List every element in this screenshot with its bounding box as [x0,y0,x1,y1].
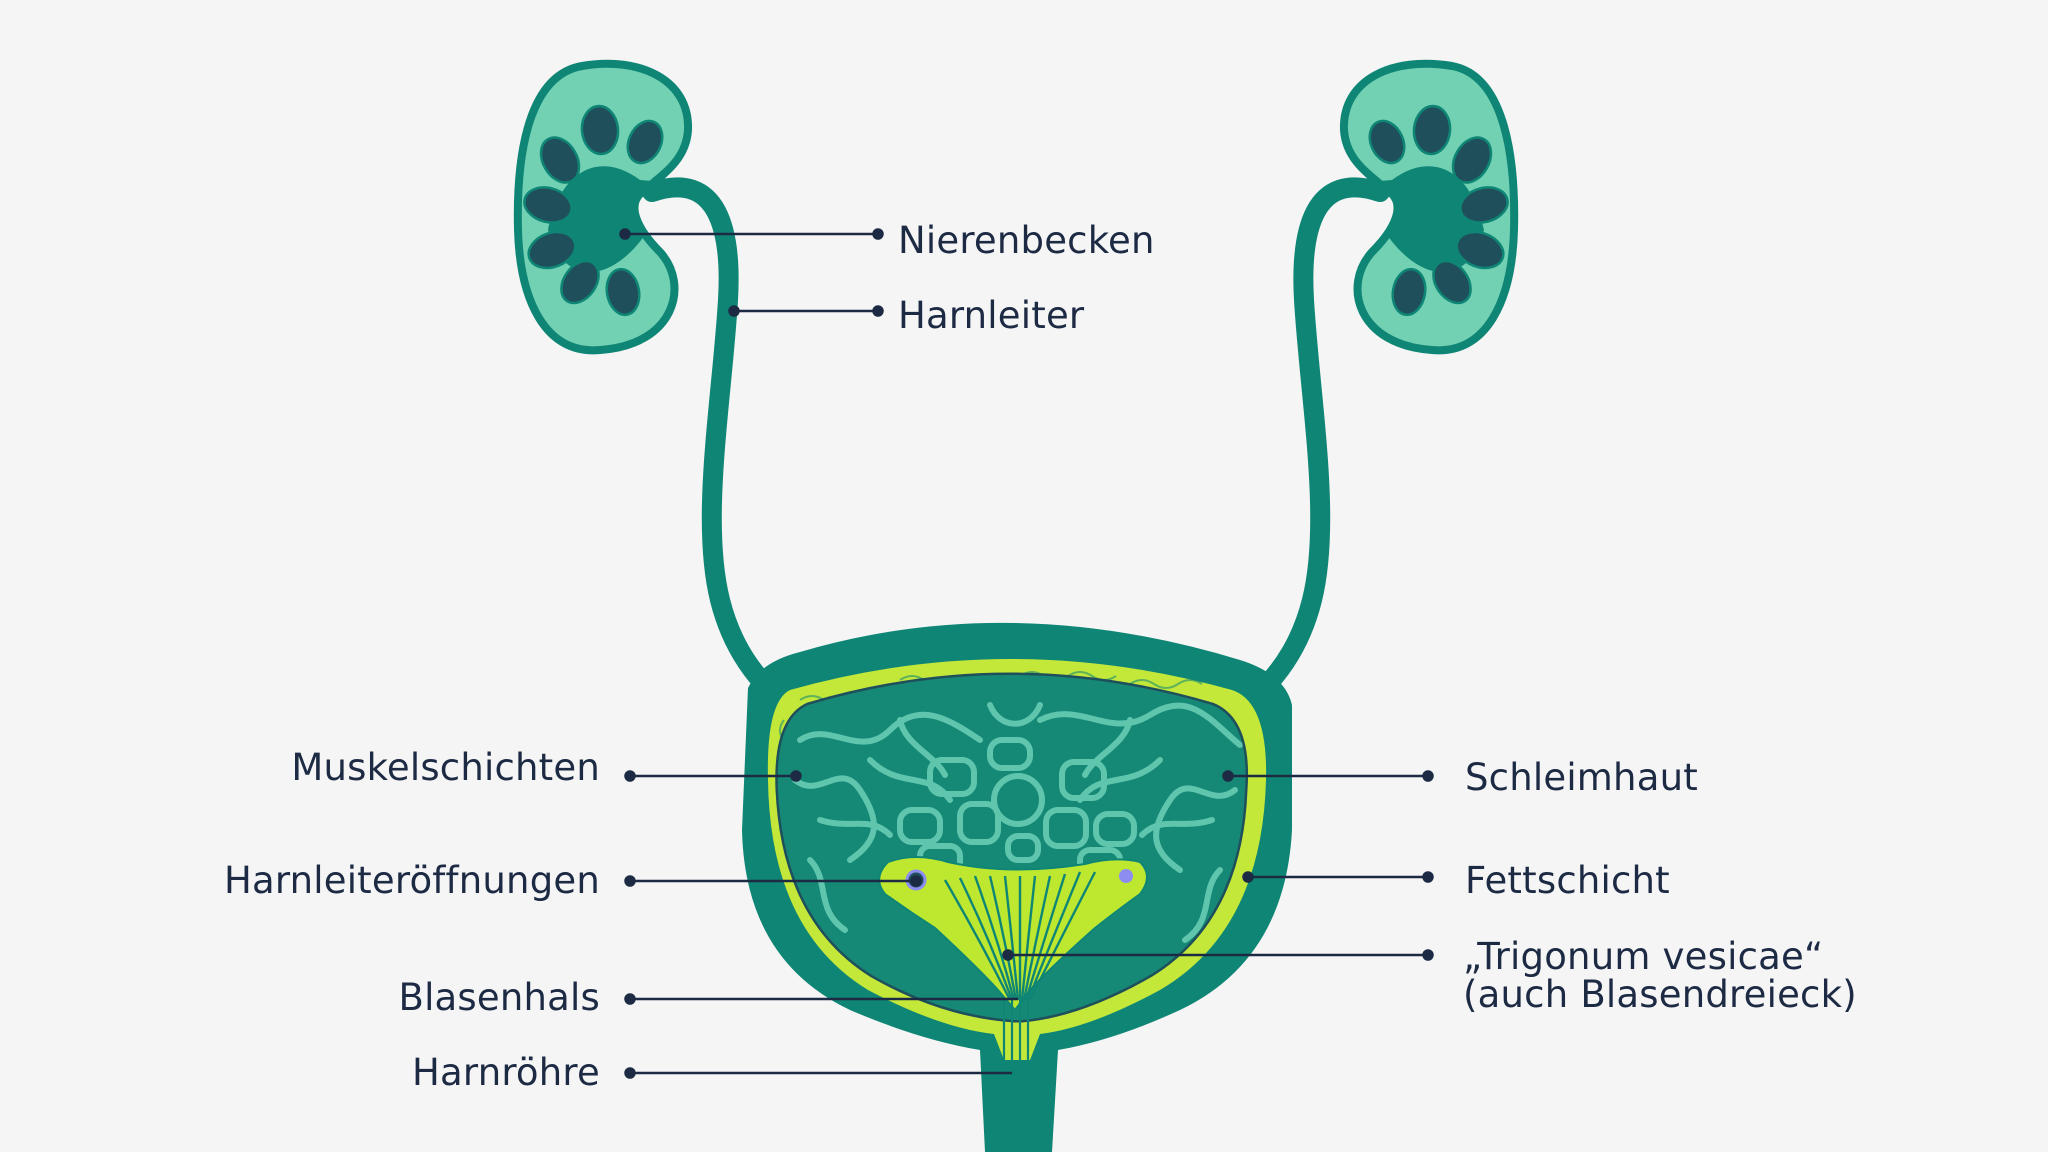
bladder-lumen [777,675,1246,1020]
left-ureter [642,177,780,700]
leader-lines [619,228,1434,1079]
right-ureter-orifice [1119,869,1133,883]
label-muskelschichten: Muskelschichten [291,746,600,789]
label-blasenhals: Blasenhals [398,976,600,1019]
label-harnleiter: Harnleiter [898,294,1085,337]
label-trigonum-line1: „Trigonum vesicae“ [1463,935,1824,978]
label-harnleiteroeffnungen: Harnleiteröffnungen [223,859,600,902]
label-trigonum-vesicae: „Trigonum vesicae“ (auch Blasendreieck) [1463,938,1857,1014]
label-trigonum-line2: (auch Blasendreieck) [1463,973,1857,1016]
right-kidney-calyces [1368,104,1509,317]
right-ureter [1252,177,1390,700]
label-schleimhaut: Schleimhaut [1465,756,1698,799]
left-kidney [513,59,693,355]
right-kidney [1339,59,1519,355]
label-nierenbecken: Nierenbecken [898,219,1155,262]
left-kidney-calyces [523,104,664,317]
trigonum-vesicae [878,856,1148,1012]
urethra-lumen [1002,1000,1030,1152]
label-harnroehre: Harnröhre [412,1051,600,1094]
label-fettschicht: Fettschicht [1465,859,1670,902]
mucosa-folds [792,702,1243,943]
